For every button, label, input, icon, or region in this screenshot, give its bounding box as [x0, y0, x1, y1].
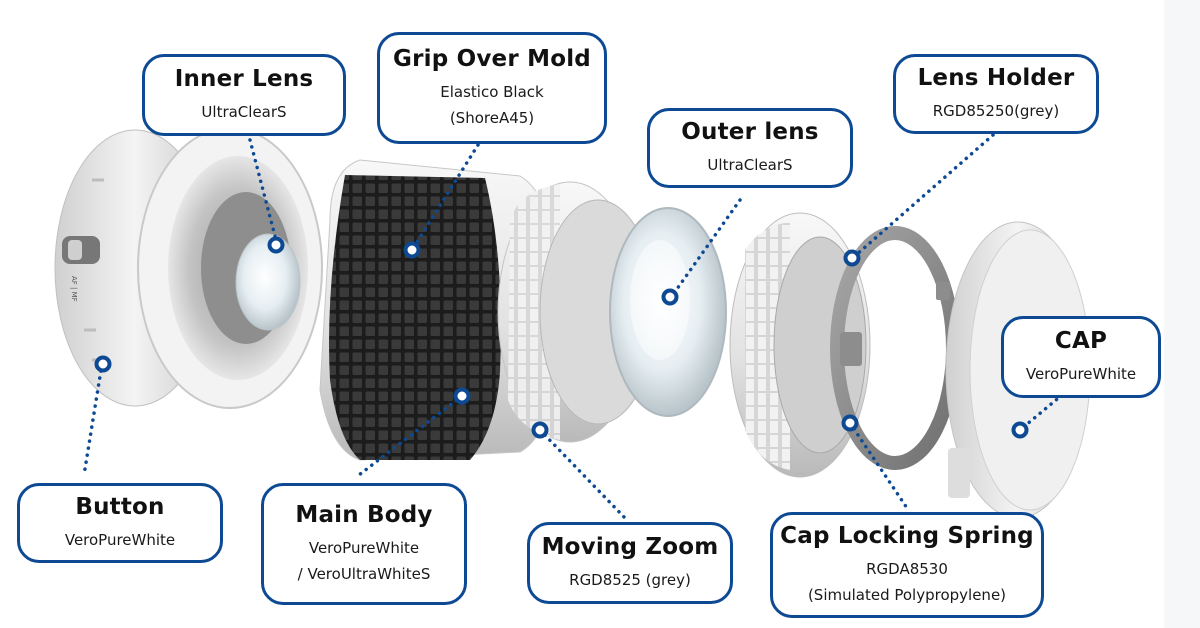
callout-title: Main Body	[295, 502, 433, 528]
anchor-markers	[94, 236, 1029, 439]
af-mf-switch: AF | MF	[62, 236, 100, 302]
svg-text:AF | MF: AF | MF	[70, 276, 78, 302]
callout-title: Inner Lens	[174, 66, 314, 92]
callout-title: Moving Zoom	[541, 534, 719, 560]
callout-moving-zoom: Moving Zoom RGD8525 (grey)	[527, 522, 733, 604]
callout-material: RGD8525 (grey)	[569, 571, 691, 589]
marker-button	[94, 355, 112, 373]
right-edge-strip	[1164, 0, 1200, 628]
callout-title: Grip Over Mold	[393, 46, 591, 72]
callout-material: RGD85250(grey)	[932, 102, 1060, 120]
leader-cap	[1018, 393, 1064, 432]
leader-outer-lens	[670, 198, 742, 298]
leader-inner-lens	[248, 138, 278, 242]
callout-title: Lens Holder	[917, 65, 1075, 91]
callout-main-body: Main Body VeroPureWhite / VeroUltraWhite…	[261, 483, 467, 605]
leader-lens-holder	[853, 133, 995, 258]
callout-title: Cap Locking Spring	[780, 523, 1034, 549]
inner-lens-part	[235, 233, 301, 331]
callout-material: VeroPureWhite	[64, 531, 176, 549]
callout-material-alt: / VeroUltraWhiteS	[297, 565, 431, 583]
leader-cap-locking-spring	[848, 421, 909, 510]
callout-cap-locking-spring: Cap Locking Spring RGDA8530 (Simulated P…	[770, 512, 1044, 618]
callout-lens-holder: Lens Holder RGD85250(grey)	[893, 54, 1099, 134]
callout-cap: CAP VeroPureWhite	[1001, 316, 1161, 398]
marker-lens-holder	[843, 249, 861, 267]
button-housing-part	[54, 127, 323, 409]
callout-material: VeroPureWhite	[1025, 365, 1137, 383]
leader-moving-zoom	[538, 428, 627, 520]
callout-outer-lens: Outer lens UltraClearS	[647, 108, 853, 188]
callout-button: Button VeroPureWhite	[17, 483, 223, 563]
marker-grip-over-mold	[403, 241, 421, 259]
marker-outer-lens	[661, 288, 679, 306]
marker-main-body	[453, 387, 471, 405]
callout-material: RGDA8530	[866, 560, 948, 578]
callout-material: UltraClearS	[707, 156, 793, 174]
marker-moving-zoom	[531, 421, 549, 439]
callout-grip-over-mold: Grip Over Mold Elastico Black (ShoreA45)	[377, 32, 607, 144]
outer-lens-part	[609, 207, 727, 417]
callout-title: CAP	[1054, 328, 1108, 354]
marker-inner-lens	[267, 236, 285, 254]
marker-cap	[1011, 421, 1029, 439]
leader-main-body	[353, 394, 464, 480]
leader-button	[82, 362, 104, 477]
callout-material-detail: (ShoreA45)	[449, 109, 535, 127]
callout-inner-lens: Inner Lens UltraClearS	[142, 54, 346, 136]
leader-grip-over-mold	[410, 143, 480, 252]
callout-material-detail: (Simulated Polypropylene)	[807, 586, 1007, 604]
callout-title: Outer lens	[681, 119, 819, 145]
callout-material: Elastico Black	[440, 83, 544, 101]
callout-material: UltraClearS	[201, 103, 287, 121]
callout-material: VeroPureWhite	[308, 539, 420, 557]
leader-lines	[82, 133, 1064, 520]
marker-cap-locking-spring	[841, 414, 859, 432]
callout-title: Button	[75, 494, 165, 520]
